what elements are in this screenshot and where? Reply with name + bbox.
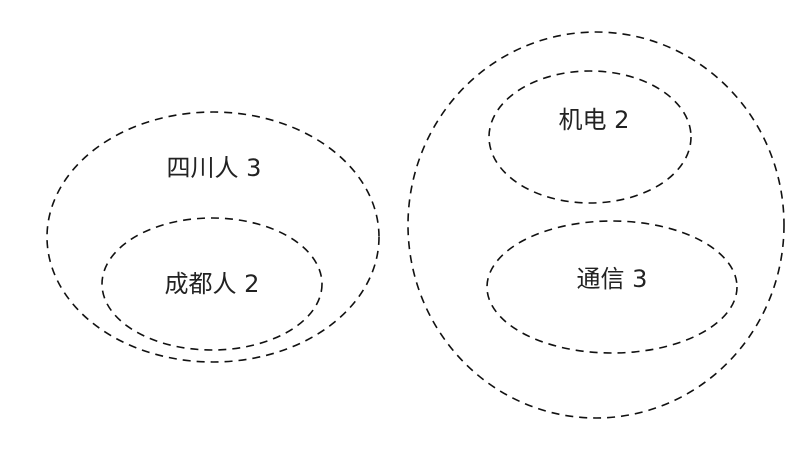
set-chengdu-outline — [101, 217, 323, 351]
set-chengdu-label: 成都人 2 — [165, 270, 260, 298]
set-tongxin-outline — [486, 220, 738, 354]
set-jidian-outline — [488, 70, 692, 204]
set-sichuan-label: 四川人 3 — [167, 154, 262, 182]
set-jidian-label: 机电 2 — [559, 106, 630, 134]
set-tongxin-label: 通信 3 — [577, 265, 648, 293]
set-sichuan-outline — [46, 111, 380, 363]
set-outer-right-outline — [407, 31, 785, 419]
